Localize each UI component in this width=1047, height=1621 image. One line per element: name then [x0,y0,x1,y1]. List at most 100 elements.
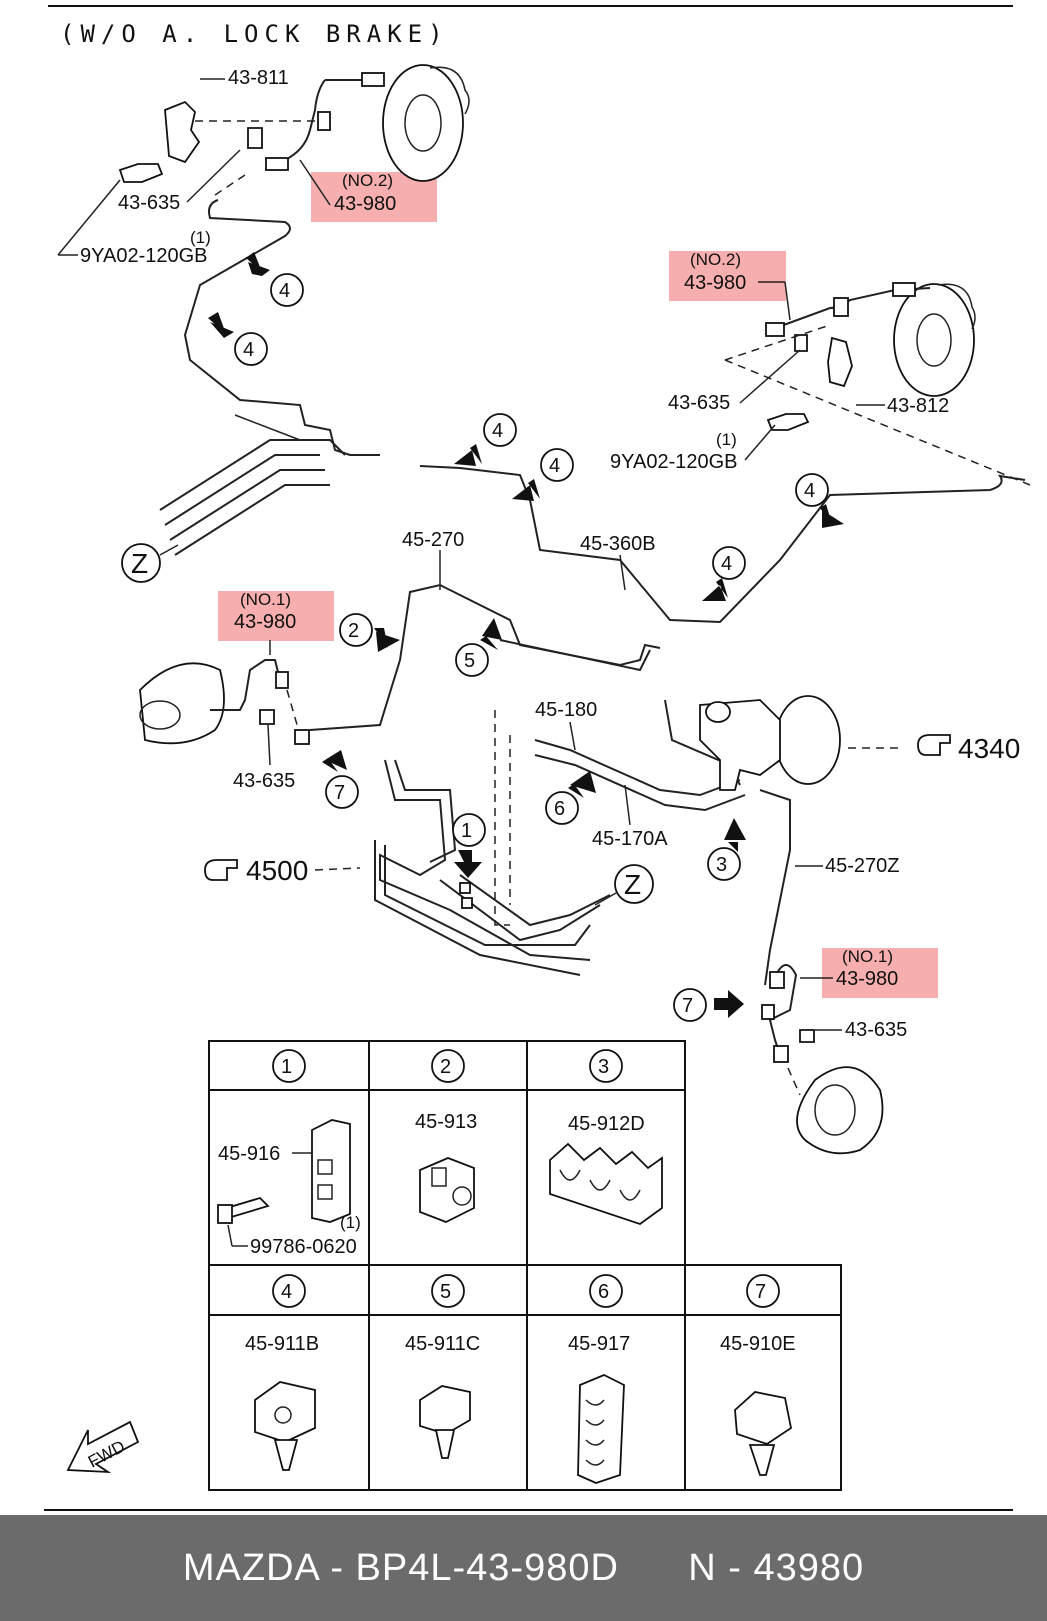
svg-text:6: 6 [598,1281,609,1303]
label-45-170a: 45-170A [592,828,668,850]
bolt-top-right [766,413,810,431]
label-45-270: 45-270 [402,529,464,551]
front-left-disc [139,662,225,745]
label-45-270z: 45-270Z [825,855,900,877]
brake-booster [775,695,841,785]
legend-part-45-911c: 45-911C [405,1333,480,1355]
svg-text:4: 4 [804,480,815,502]
front-right-disc [796,1066,884,1155]
svg-text:7: 7 [682,995,693,1017]
diagram-title: (W/O A. LOCK BRAKE) [60,20,449,48]
legend-header-3: 3 [589,1049,623,1083]
legend-header-4: 4 [272,1274,306,1308]
clip-ref-7-right: 7 [673,988,744,1022]
label-9ya02-120gb-top-right: 9YA02-120GB [610,451,738,473]
legend-bolt-99786-0620: 99786-0620 [250,1236,357,1258]
clip-45-916-shape [311,1119,351,1223]
svg-text:4: 4 [721,553,732,575]
label-43-980-top-right: 43-980 [684,272,746,294]
label-4340: 4340 [958,733,1020,764]
highlight-43980-bottom-right [822,948,938,998]
clip-ref-4-c: 4 [454,413,517,466]
legend-part-45-917: 45-917 [568,1333,630,1355]
bracket-43811 [164,100,201,164]
front-right-brake-assembly [761,964,884,1155]
svg-text:3: 3 [598,1056,609,1078]
svg-text:1: 1 [461,820,472,842]
svg-text:1: 1 [281,1056,292,1078]
legend-header-6: 6 [589,1274,623,1308]
label-no2-top-right: (NO.2) [690,250,741,269]
label-43-635-top-left: 43-635 [118,192,180,214]
label-no1-mid-left: (NO.1) [240,590,291,609]
clip-ref-4-a: 4 [246,252,304,307]
highlight-43980-top-right [669,251,786,301]
legend-part-45-911b: 45-911B [245,1333,319,1355]
rear-left-disc [382,64,464,182]
clip-45-917-shape [577,1374,625,1484]
svg-text:4: 4 [279,280,290,302]
label-43-980-top-left: 43-980 [334,193,396,215]
chassis-pipe-bundle-upper [159,414,346,556]
legend-bolt-qty: (1) [340,1213,361,1232]
bracket-43812 [827,336,853,388]
legend-header-1: 1 [272,1049,306,1083]
label-9ya02-120gb-top-left: 9YA02-120GB [80,245,208,267]
clip-ref-3: 3 [707,818,746,881]
label-no2-top-left: (NO.2) [342,171,393,190]
label-9ya-qty-top-left: (1) [190,228,211,247]
clip-ref-1: 1 [452,813,486,878]
clip-ref-4-d: 4 [512,448,574,501]
svg-text:2: 2 [348,620,359,642]
label-45-180: 45-180 [535,699,597,721]
svg-text:4: 4 [492,420,503,442]
clip-45-912d-shape [549,1142,663,1226]
clip-ref-4-b: 4 [208,312,268,366]
svg-text:7: 7 [755,1281,766,1303]
clip-ref-5: 5 [455,618,502,677]
ref-z-right-label: Z [624,869,641,900]
clip-45-910e-shape [734,1391,793,1445]
pointing-hand-icon-4340 [917,734,951,756]
front-left-brake-assembly [139,659,310,745]
front-pipes [309,583,791,986]
clip-ref-4-f: 4 [702,546,746,601]
fwd-arrow-icon: FWD [66,1420,140,1474]
clip-ref-6: 6 [545,771,596,825]
label-43-980-mid-left: 43-980 [234,611,296,633]
svg-text:5: 5 [440,1281,451,1303]
label-4500: 4500 [246,855,308,886]
clip-45-911c-shape [419,1385,471,1435]
label-43-635-top-right: 43-635 [668,392,730,414]
brake-line-diagram: (W/O A. LOCK BRAKE) 43-811 43-635 (1) 9Y… [44,5,1031,1511]
svg-text:4: 4 [281,1281,292,1303]
svg-text:6: 6 [554,798,565,820]
svg-text:5: 5 [464,650,475,672]
legend-part-45-910e: 45-910E [720,1333,796,1355]
label-45-360b: 45-360B [580,533,656,555]
label-no1-bottom-right: (NO.1) [842,947,893,966]
legend-header-2: 2 [431,1049,465,1083]
svg-text:3: 3 [716,854,727,876]
clip-45-913-shape [419,1157,475,1223]
label-43-635-mid-left: 43-635 [233,770,295,792]
highlight-43980-mid-left [218,591,334,641]
label-43-811: 43-811 [228,67,289,89]
legend-header-5: 5 [431,1274,465,1308]
master-cylinder-booster [699,695,900,791]
rear-right-disc [893,283,975,397]
legend-part-45-916: 45-916 [218,1143,280,1165]
svg-text:7: 7 [334,782,345,804]
bolt-top-left [118,163,164,183]
part-number-footer: MAZDA - BP4L-43-980D N - 43980 [0,1515,1047,1621]
chassis-pipe-bundle-lower [374,759,611,976]
clip-legend-table [208,1040,842,1491]
ref-z-left-label: Z [131,548,148,579]
label-43-635-bottom-right: 43-635 [845,1019,907,1041]
svg-text:2: 2 [440,1056,451,1078]
ref-z-right [614,864,654,904]
svg-text:4: 4 [243,339,254,361]
clip-ref-4-e: 4 [795,473,844,528]
footer-text: MAZDA - BP4L-43-980D N - 43980 [182,1546,865,1589]
svg-text:4: 4 [549,455,560,477]
